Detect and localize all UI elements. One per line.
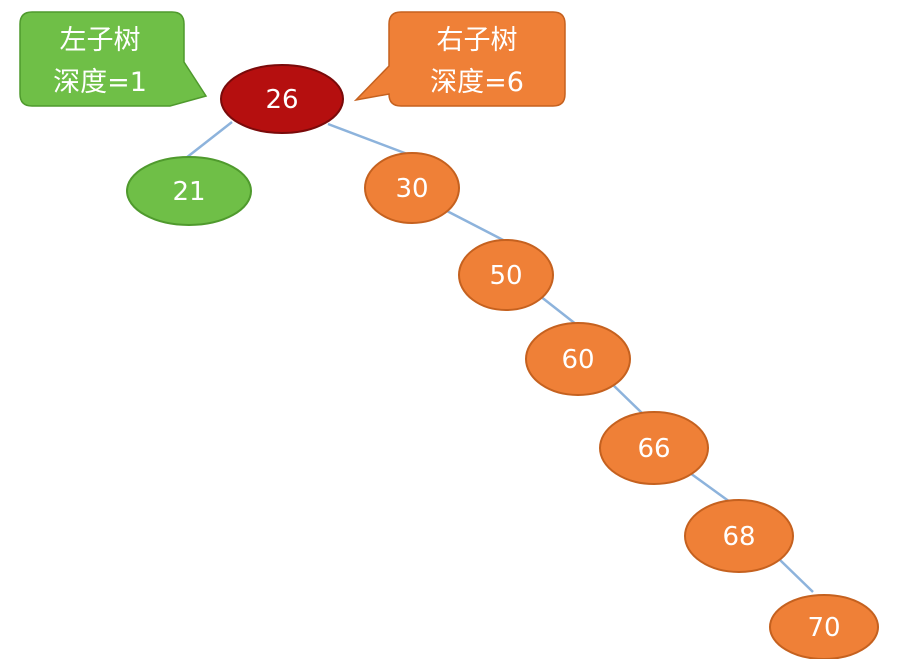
right-node-label: 50 <box>489 261 522 291</box>
edge-30-50 <box>444 208 508 244</box>
tree-node-50: 50 <box>458 239 554 311</box>
left-callout-depth: 深度=1 <box>53 67 147 98</box>
right-callout-bubble <box>353 11 566 107</box>
edge-50-60 <box>539 295 578 326</box>
right-callout-title: 右子树 <box>437 25 518 56</box>
right-subtree-callout: 右子树 深度=6 <box>353 11 566 107</box>
right-node-label: 60 <box>561 345 594 375</box>
edge-26-30 <box>327 122 411 157</box>
tree-node-70: 70 <box>769 594 879 659</box>
tree-node-68: 68 <box>684 499 794 573</box>
right-node-ellipse <box>458 239 554 311</box>
edge-68-70 <box>779 559 814 593</box>
tree-node-26: 26 <box>220 64 344 134</box>
tree-node-66: 66 <box>599 411 709 485</box>
right-node-ellipse <box>684 499 794 573</box>
left-callout-bubble <box>19 11 208 107</box>
right-node-ellipse <box>525 322 631 396</box>
left-subtree-callout: 左子树 深度=1 <box>19 11 208 107</box>
right-callout-depth: 深度=6 <box>430 67 524 98</box>
root-node-label: 26 <box>265 85 298 115</box>
left-callout-title: 左子树 <box>60 25 141 56</box>
right-node-label: 66 <box>637 434 670 464</box>
right-node-label: 68 <box>722 522 755 552</box>
edge-26-21 <box>185 121 233 159</box>
right-node-label: 30 <box>395 174 428 204</box>
left-child-ellipse <box>126 156 252 226</box>
left-child-label: 21 <box>172 177 205 207</box>
right-node-ellipse <box>769 594 879 659</box>
edge-66-68 <box>689 471 731 504</box>
tree-node-30: 30 <box>364 152 460 224</box>
right-node-ellipse <box>364 152 460 224</box>
edge-60-66 <box>609 381 644 415</box>
tree-node-21: 21 <box>126 156 252 226</box>
tree-edges <box>185 121 814 593</box>
tree-node-60: 60 <box>525 322 631 396</box>
right-node-label: 70 <box>807 613 840 643</box>
root-node-ellipse <box>220 64 344 134</box>
right-node-ellipse <box>599 411 709 485</box>
